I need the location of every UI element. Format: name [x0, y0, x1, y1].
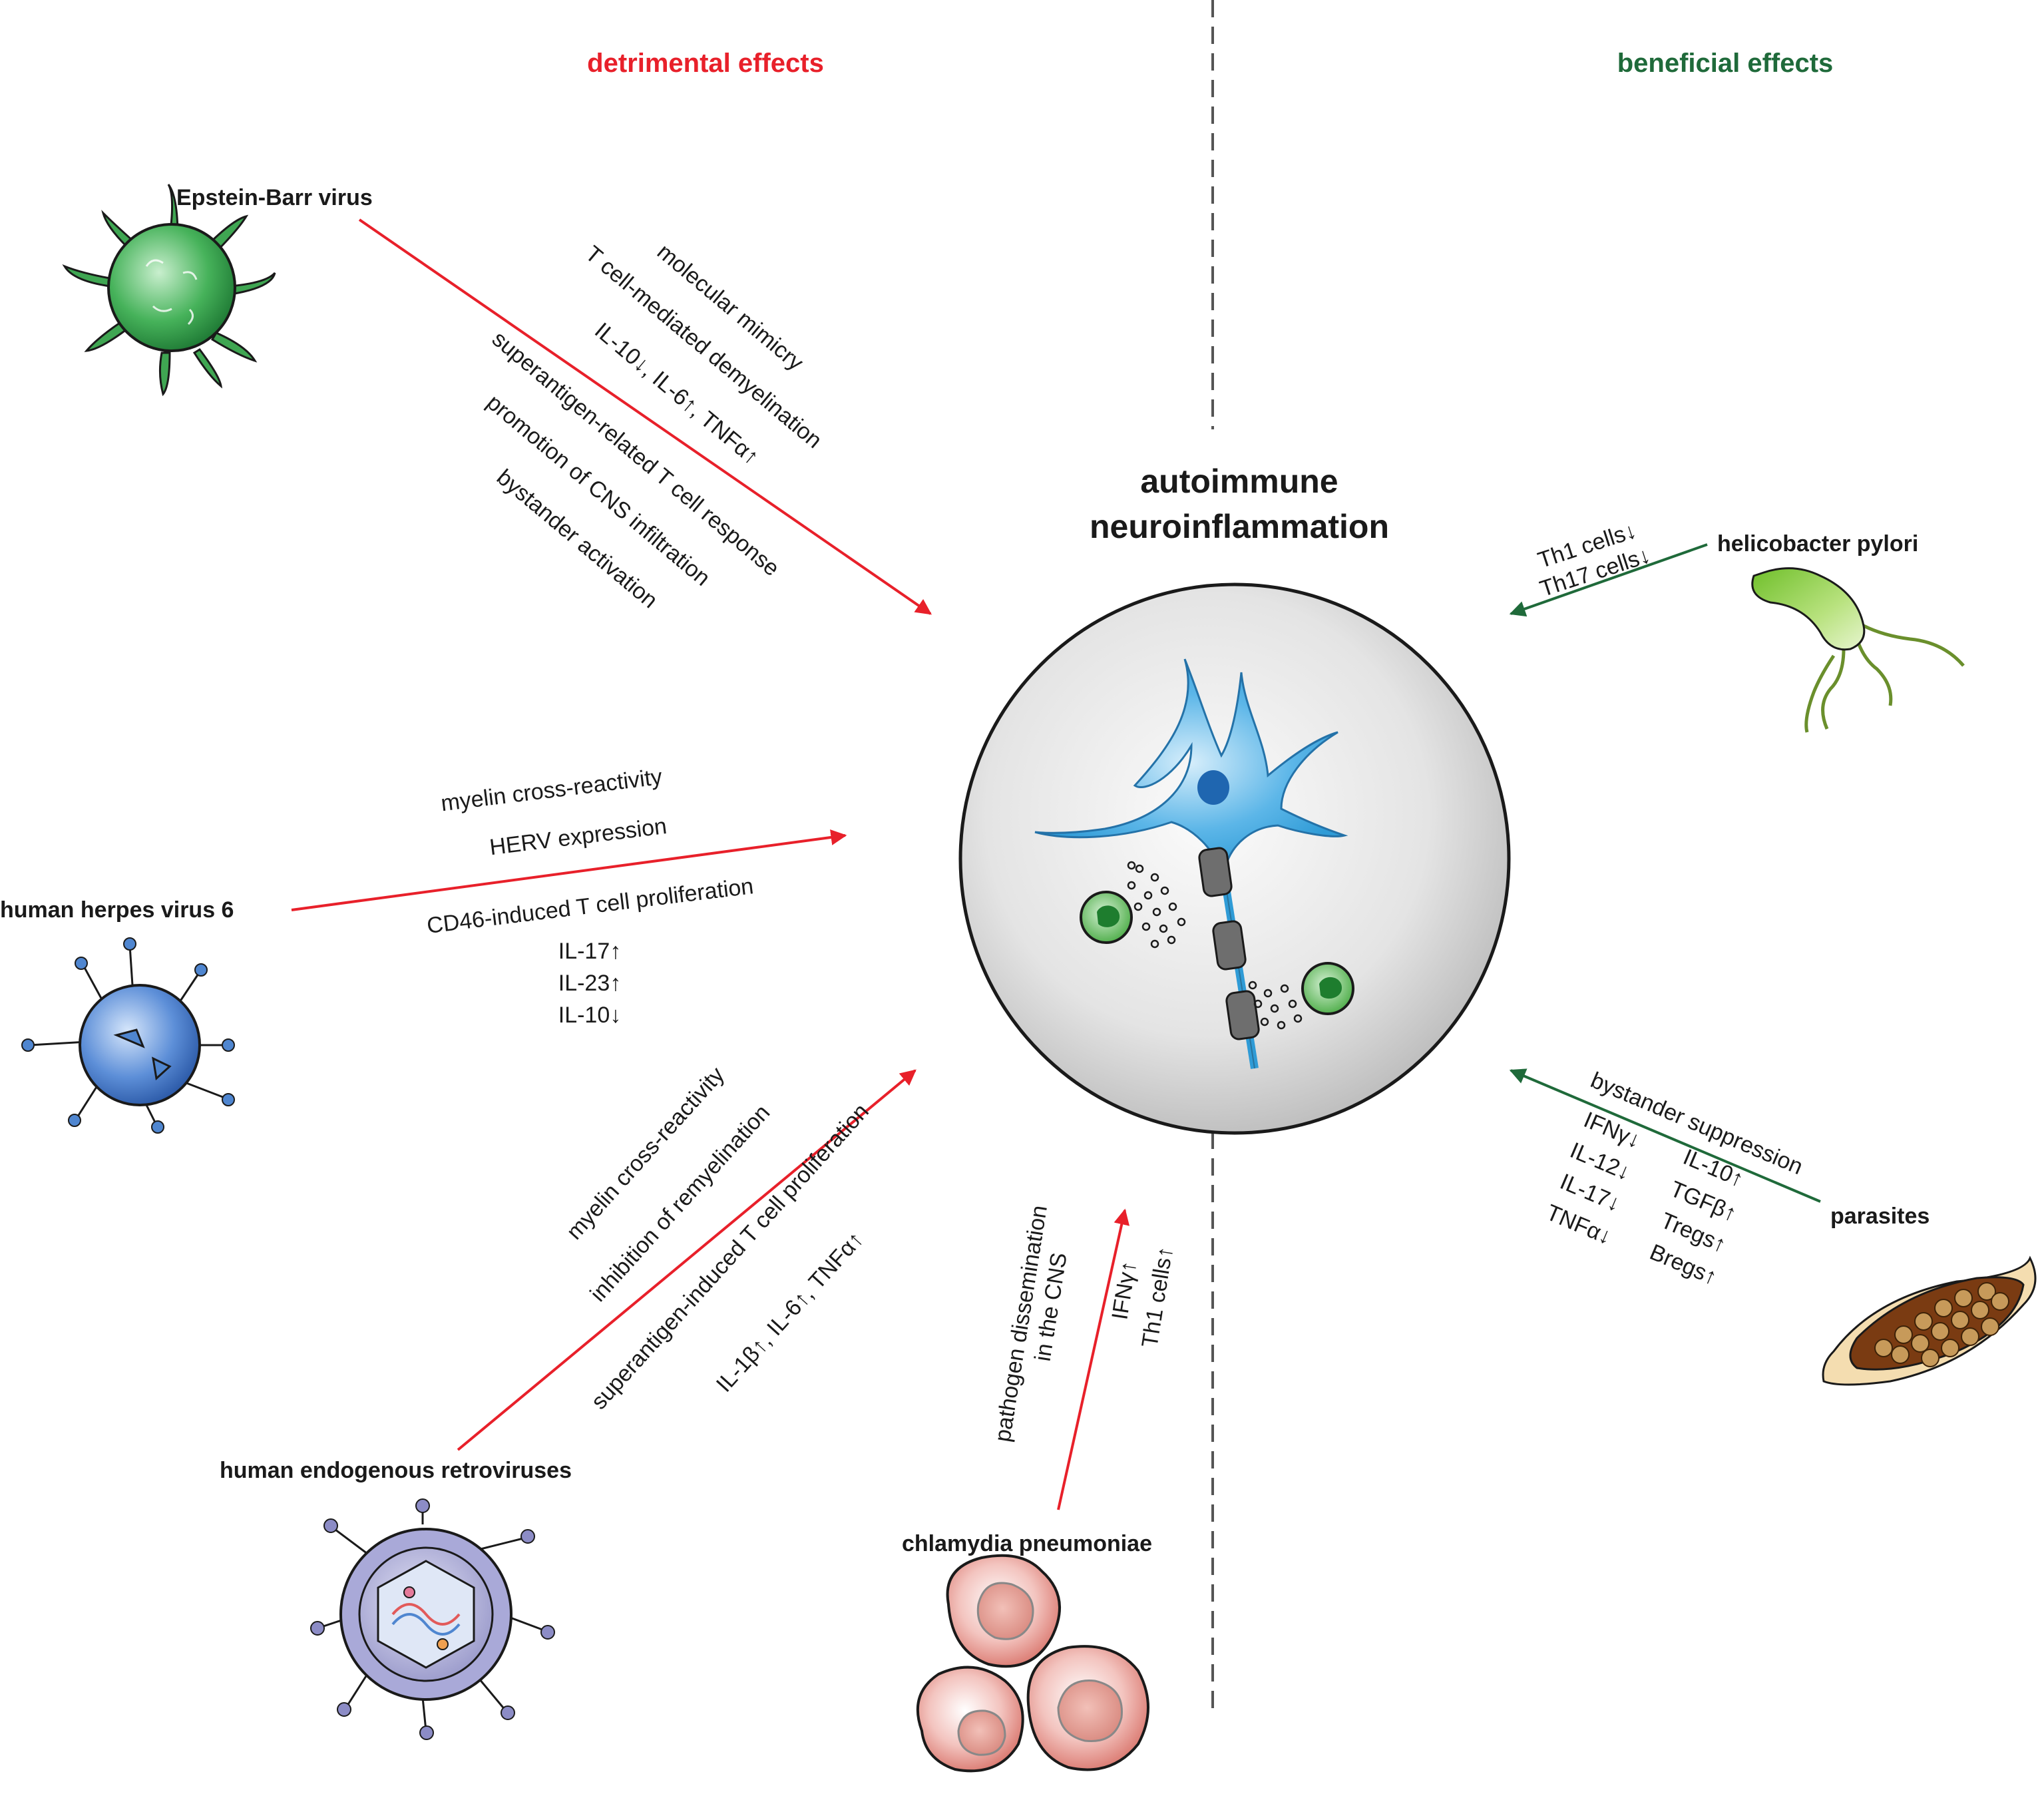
hhv6-label: human herpes virus 6 [0, 897, 234, 923]
hhv6-mechanism-3: CD46-induced T cell proliferation [425, 873, 755, 939]
hpylori-arrow [1509, 543, 1708, 617]
parasites-arrow [1509, 1068, 1821, 1203]
chlamydia-mechanisms: pathogen dissemination in the CNS IFNγ↑ … [990, 1204, 1178, 1444]
parasite-egg-icon [1822, 1255, 2037, 1386]
hhv6-cytokine-1: IL-17↑ [558, 939, 622, 964]
herv-mechanisms: myelin cross-reactivity inhibition of re… [562, 1062, 874, 1415]
hhv6-mechanism-1: myelin cross-reactivity [439, 764, 664, 816]
hhv6-mechanisms: myelin cross-reactivity HERV expression … [425, 764, 755, 1028]
ebv-label: Epstein-Barr virus [176, 185, 373, 210]
hhv6-arrow [291, 829, 847, 911]
neuron-icon [1034, 658, 1348, 1069]
center-title-line2: neuroinflammation [1090, 508, 1389, 545]
cytokine-dots [1127, 861, 1303, 1030]
parasites-label: parasites [1830, 1204, 1930, 1229]
hhv6-cytokine-3: IL-10↓ [558, 1003, 622, 1028]
hpylori-effects: Th1 cells↓ Th17 cells↓ [1535, 518, 1653, 602]
center-title-line1: autoimmune [1140, 463, 1338, 500]
chlamydia-mechanism-4: Th1 cells↑ [1137, 1245, 1177, 1349]
beneficial-heading: beneficial effects [1617, 49, 1834, 78]
herpes-virus-icon [21, 937, 235, 1134]
herv-arrow [457, 1069, 917, 1451]
detrimental-heading: detrimental effects [587, 49, 824, 78]
ebv-arrow [358, 218, 932, 615]
hpylori-label: helicobacter pylori [1717, 531, 1918, 557]
immune-cell-icon-2 [1301, 962, 1354, 1015]
chlamydia-label: chlamydia pneumoniae [902, 1531, 1152, 1556]
helicobacter-icon [1751, 567, 1965, 733]
epstein-barr-virus-icon [62, 184, 276, 397]
hhv6-cytokine-2: IL-23↑ [558, 971, 622, 996]
hhv6-mechanism-2: HERV expression [488, 813, 668, 860]
ebv-mechanisms: molecular mimicry T cell-mediated demyel… [482, 239, 827, 613]
chlamydia-cells-icon [916, 1554, 1149, 1773]
herv-label: human endogenous retroviruses [220, 1458, 572, 1483]
herv-mechanism-1: myelin cross-reactivity [562, 1062, 729, 1245]
immune-cell-icon [1080, 891, 1133, 944]
retrovirus-icon [310, 1498, 555, 1740]
neuron-sphere-icon [958, 582, 1511, 1135]
chlamydia-arrow [1057, 1208, 1130, 1510]
